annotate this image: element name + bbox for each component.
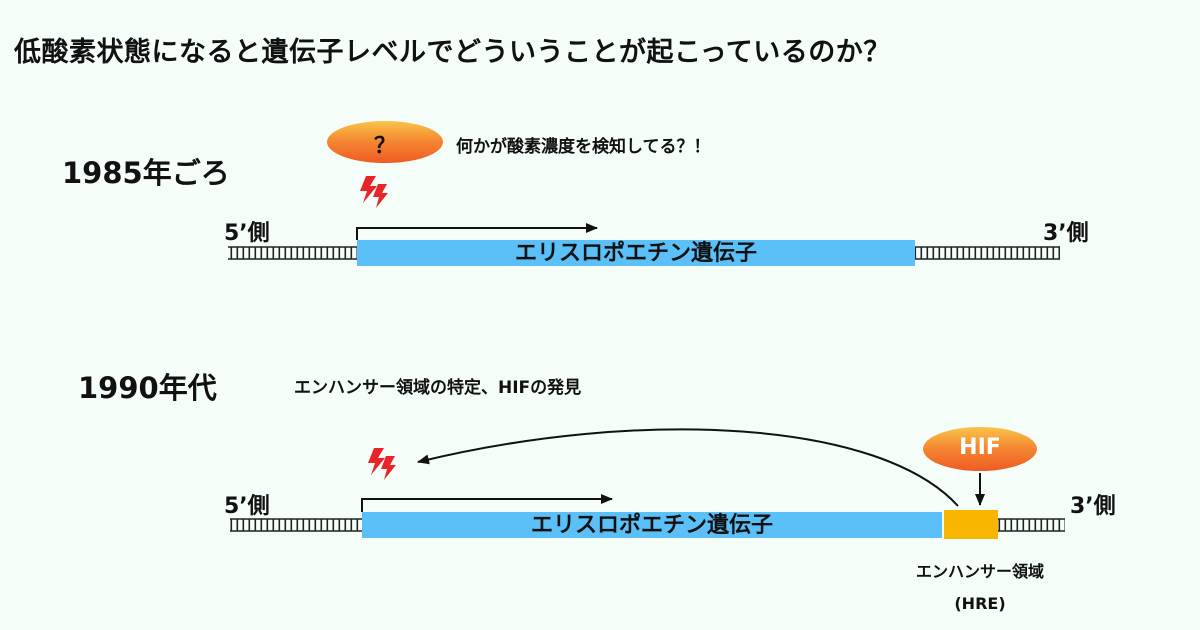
epo-gene-bar bbox=[357, 240, 915, 266]
arrow-right-icon bbox=[356, 223, 598, 240]
bolt-icon bbox=[360, 176, 388, 208]
hif-label: HIF bbox=[959, 435, 1001, 460]
hif-oval bbox=[923, 427, 1037, 471]
era-label-1990: 1990年代 bbox=[78, 371, 217, 405]
dna-strand-right bbox=[915, 246, 1060, 260]
enhancer-abbrev-label: (HRE) bbox=[954, 594, 1006, 613]
dna-strand-right bbox=[998, 518, 1065, 532]
note-1985: 何かが酸素濃度を検知してる？！ bbox=[456, 137, 711, 157]
enhancer-box bbox=[944, 510, 998, 539]
page-title: 低酸素状態になると遺伝子レベルでどういうことが起こっているのか？ bbox=[14, 37, 891, 68]
panel-1985-graphics bbox=[228, 121, 1060, 266]
arrow-right-icon bbox=[361, 494, 613, 512]
era-label-1985: 1985年ごろ bbox=[62, 156, 230, 190]
question-oval bbox=[327, 121, 443, 163]
question-mark: ？ bbox=[373, 134, 396, 159]
curved-arrow-icon bbox=[417, 428, 959, 507]
panel-1990-graphics bbox=[230, 427, 1065, 539]
five-prime-label: 5’側 bbox=[224, 221, 270, 246]
bolt-icon bbox=[368, 448, 396, 480]
gene-label: エリスロポエチン遺伝子 bbox=[514, 241, 757, 266]
enhancer-label: エンハンサー領域 bbox=[915, 562, 1044, 581]
five-prime-label: 5’側 bbox=[224, 494, 270, 519]
three-prime-label: 3’側 bbox=[1043, 221, 1089, 246]
dna-strand-left bbox=[228, 246, 357, 260]
gene-label: エリスロポエチン遺伝子 bbox=[530, 513, 773, 538]
dna-strand-left bbox=[230, 518, 362, 532]
note-1990: エンハンサー領域の特定、HIFの発見 bbox=[294, 378, 582, 398]
epo-gene-bar bbox=[362, 512, 942, 538]
three-prime-label: 3’側 bbox=[1070, 494, 1116, 519]
